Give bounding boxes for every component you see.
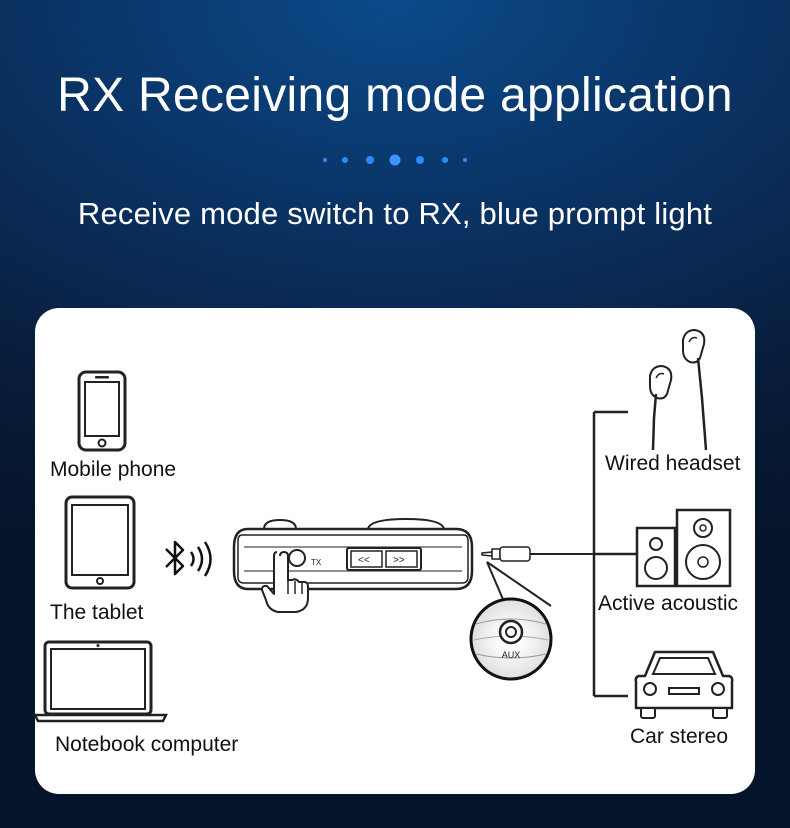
output-label-active-acoustic: Active acoustic <box>598 592 739 615</box>
title-divider <box>210 154 580 166</box>
aux-port-label: AUX <box>502 650 521 660</box>
svg-text:<<: << <box>358 555 370 566</box>
output-label-car-stereo: Car stereo <box>630 725 729 748</box>
source-label-tablet: The tablet <box>50 601 144 624</box>
page-title: RX Receiving mode application <box>57 69 733 122</box>
svg-text:>>: >> <box>393 555 405 566</box>
car-icon <box>634 650 734 719</box>
aux-port-magnifier: AUX <box>469 597 553 681</box>
svg-text:AUX: AUX <box>502 650 521 660</box>
speaker-icon <box>635 508 732 588</box>
switch-label-tx: TX <box>311 558 322 567</box>
tablet-icon <box>64 495 136 590</box>
bluetooth-icon <box>165 540 212 577</box>
audio-plug-icon <box>481 546 598 562</box>
diagram-card: Mobile phone The tablet Notebook compute… <box>33 308 755 794</box>
earphones-icon <box>649 328 708 451</box>
svg-text:TX: TX <box>311 558 322 567</box>
page-subtitle: Receive mode switch to RX, blue prompt l… <box>77 196 713 231</box>
smartphone-icon <box>77 370 127 452</box>
laptop-icon <box>33 640 168 723</box>
prev-button[interactable]: << <box>358 555 370 566</box>
next-button[interactable]: >> <box>393 555 405 566</box>
output-bracket <box>592 410 638 698</box>
source-label-notebook: Notebook computer <box>55 733 239 756</box>
hand-pointer-icon <box>261 551 309 613</box>
callout-lines <box>486 561 552 607</box>
source-label-mobile-phone: Mobile phone <box>50 458 177 481</box>
output-label-wired-headset: Wired headset <box>605 452 741 475</box>
